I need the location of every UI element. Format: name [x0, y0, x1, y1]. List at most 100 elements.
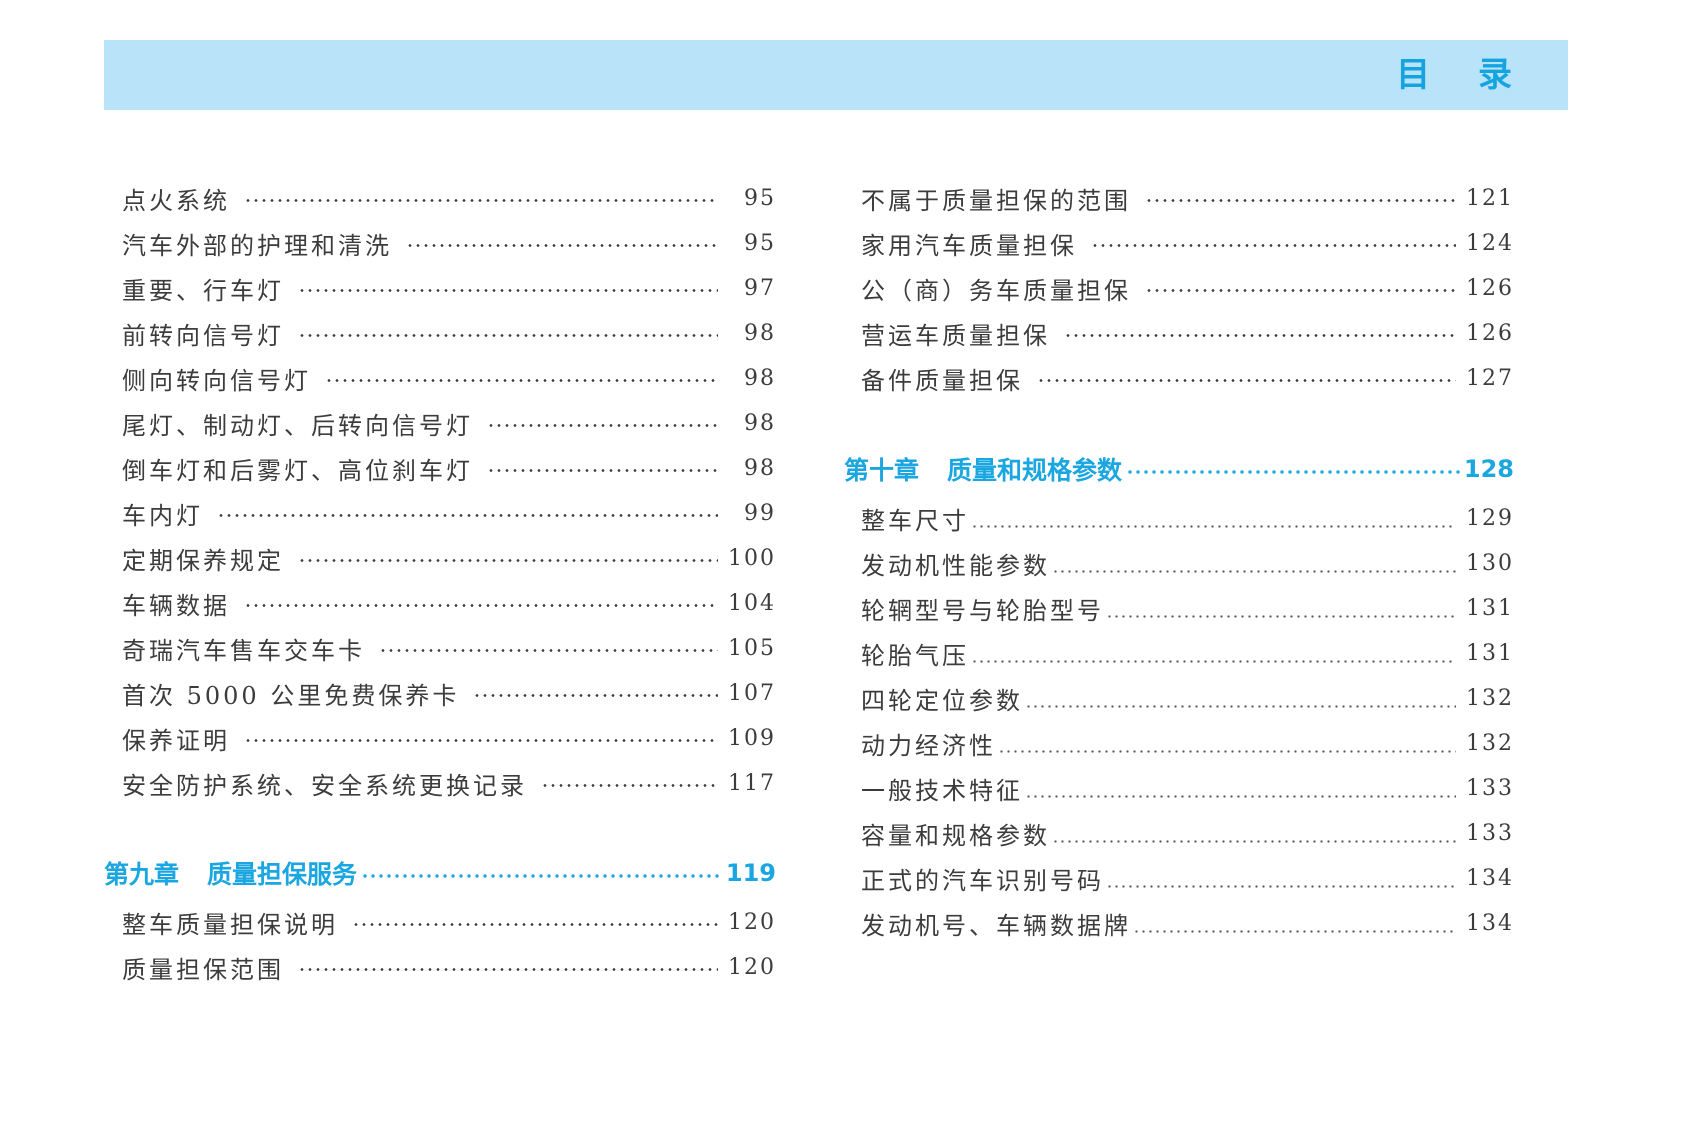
dot-leader — [298, 270, 718, 306]
toc-entry-page: 99 — [744, 500, 776, 526]
dot-leader — [1025, 680, 1456, 716]
toc-entry-label: 倒车灯和后雾灯、高位刹车灯 — [122, 456, 473, 485]
toc-entry[interactable]: 前转向信号灯 98 — [122, 315, 776, 351]
toc-entry[interactable]: 汽车外部的护理和清洗 95 — [122, 225, 776, 261]
toc-entry-page: 98 — [744, 410, 776, 436]
toc-entry-page: 133 — [1466, 775, 1514, 801]
dot-leader — [1037, 360, 1456, 396]
toc-entry-label: 不属于质量担保的范围 — [861, 186, 1131, 215]
toc-entry-page: 104 — [728, 590, 776, 616]
toc-entry-label: 前转向信号灯 — [122, 321, 284, 350]
dot-leader — [298, 540, 718, 576]
toc-entry-page: 105 — [728, 635, 776, 661]
dot-leader — [541, 765, 718, 801]
dot-leader — [998, 725, 1456, 761]
toc-entry[interactable]: 质量担保范围 120 — [122, 949, 776, 985]
toc-entry-label: 正式的汽车识别号码 — [861, 866, 1104, 895]
dot-leader — [971, 635, 1456, 671]
toc-entry-label: 营运车质量担保 — [861, 321, 1050, 350]
toc-entry[interactable]: 四轮定位参数 132 — [861, 680, 1514, 716]
toc-entry-label: 质量担保范围 — [122, 955, 284, 984]
toc-entry-page: 131 — [1466, 640, 1514, 666]
dot-leader — [1052, 545, 1456, 581]
toc-entry[interactable]: 不属于质量担保的范围 121 — [861, 180, 1514, 216]
toc-entry-label: 家用汽车质量担保 — [861, 231, 1077, 260]
toc-entry-label: 发动机性能参数 — [861, 551, 1050, 580]
dot-leader — [971, 500, 1456, 536]
toc-entry-label: 整车质量担保说明 — [122, 910, 338, 939]
toc-entry-page: 95 — [744, 230, 776, 256]
toc-entry[interactable]: 奇瑞汽车售车交车卡 105 — [122, 630, 776, 666]
dot-leader — [217, 495, 718, 531]
chapter-heading-9[interactable]: 第九章 质量担保服务 119 — [104, 853, 776, 893]
toc-entry-label: 备件质量担保 — [861, 366, 1023, 395]
toc-entry-label: 动力经济性 — [861, 731, 996, 760]
dot-leader — [1064, 315, 1456, 351]
header-band: 目 录 — [104, 40, 1568, 110]
toc-entry-page: 120 — [728, 909, 776, 935]
toc-entry-label: 尾灯、制动灯、后转向信号灯 — [122, 411, 473, 440]
dot-leader — [406, 225, 718, 261]
toc-entry-label: 安全防护系统、安全系统更换记录 — [122, 771, 527, 800]
toc-entry-page: 121 — [1466, 185, 1514, 211]
toc-entry-page: 100 — [728, 545, 776, 571]
toc-entry[interactable]: 备件质量担保 127 — [861, 360, 1514, 396]
toc-entry-page: 132 — [1466, 685, 1514, 711]
dot-leader — [1091, 225, 1456, 261]
dot-leader — [352, 904, 718, 940]
dot-leader — [361, 853, 722, 893]
toc-entry-page: 133 — [1466, 820, 1514, 846]
toc-entry-page: 98 — [744, 365, 776, 391]
dot-leader — [1126, 449, 1460, 489]
toc-entry[interactable]: 整车质量担保说明 120 — [122, 904, 776, 940]
dot-leader — [487, 450, 718, 486]
toc-entry-page: 98 — [744, 455, 776, 481]
toc-entry-label: 发动机号、车辆数据牌 — [861, 911, 1131, 940]
dot-leader — [473, 675, 718, 711]
toc-entry[interactable]: 发动机号、车辆数据牌 134 — [861, 905, 1514, 941]
dot-leader — [298, 315, 718, 351]
toc-entry[interactable]: 点火系统 95 — [122, 180, 776, 216]
toc-entry[interactable]: 尾灯、制动灯、后转向信号灯 98 — [122, 405, 776, 441]
toc-entry-page: 97 — [744, 275, 776, 301]
toc-entry[interactable]: 倒车灯和后雾灯、高位刹车灯 98 — [122, 450, 776, 486]
dot-leader — [487, 405, 718, 441]
toc-entry-page: 127 — [1466, 365, 1514, 391]
page-title: 目 录 — [1396, 55, 1530, 95]
toc-entry-label: 公（商）务车质量担保 — [861, 276, 1131, 305]
toc-entry-label: 点火系统 — [122, 186, 230, 215]
dot-leader — [1133, 905, 1456, 941]
dot-leader — [1106, 860, 1456, 896]
toc-entry-page: 98 — [744, 320, 776, 346]
dot-leader — [1025, 770, 1456, 806]
toc-entry-label: 四轮定位参数 — [861, 686, 1023, 715]
chapter-heading-10[interactable]: 第十章 质量和规格参数 128 — [844, 449, 1514, 489]
toc-entry[interactable]: 侧向转向信号灯 98 — [122, 360, 776, 396]
toc-entry-page: 131 — [1466, 595, 1514, 621]
toc-entry-label: 奇瑞汽车售车交车卡 — [122, 636, 365, 665]
toc-entry-label: 汽车外部的护理和清洗 — [122, 231, 392, 260]
toc-entry-page: 95 — [744, 185, 776, 211]
toc-entry-label: 侧向转向信号灯 — [122, 366, 311, 395]
dot-leader — [1106, 590, 1456, 626]
toc-entry-page: 120 — [728, 954, 776, 980]
toc-entry-page: 134 — [1466, 910, 1514, 936]
